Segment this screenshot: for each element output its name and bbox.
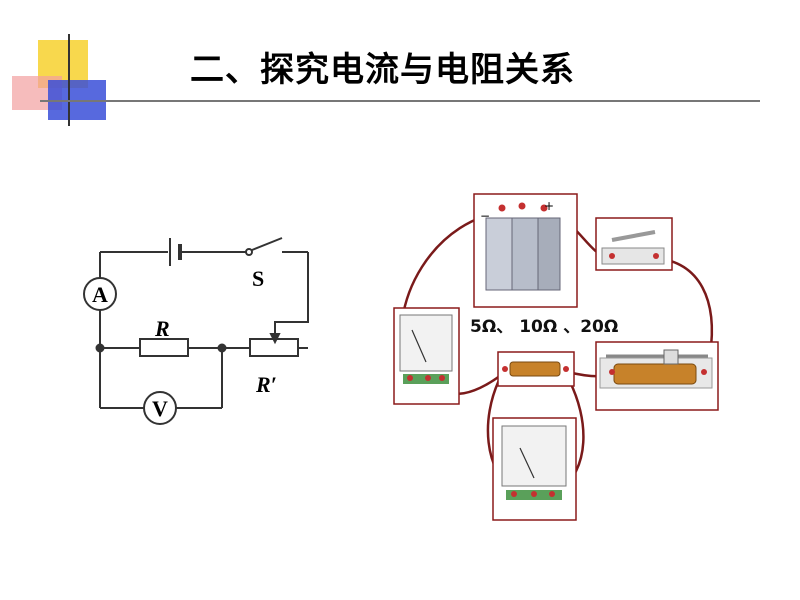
fixed-resistor-device	[497, 351, 575, 387]
battery-box: − +	[473, 193, 578, 308]
voltmeter-device	[492, 417, 577, 521]
corner-decoration	[12, 34, 760, 126]
ammeter-label: A	[92, 282, 108, 307]
apparatus: − +	[393, 193, 719, 521]
battery-plus-label: +	[544, 199, 554, 213]
resistor-values-label: 5Ω、 10Ω 、20Ω	[470, 317, 619, 337]
resistor-label: R	[154, 316, 170, 341]
battery-symbol	[169, 238, 182, 266]
rheostat-device	[595, 341, 719, 411]
switch-label: S	[252, 266, 264, 291]
circuit-schematic	[83, 237, 309, 425]
battery-minus-label: −	[480, 209, 490, 223]
resistor-symbol	[139, 338, 189, 357]
voltmeter-label: V	[152, 396, 168, 421]
knife-switch	[595, 217, 673, 271]
ammeter-symbol	[83, 277, 117, 311]
rheostat-label: R′	[255, 372, 277, 397]
ammeter-device	[393, 307, 460, 405]
page-title: 二、探究电流与电阻关系	[190, 50, 575, 90]
switch-symbol	[245, 237, 283, 256]
